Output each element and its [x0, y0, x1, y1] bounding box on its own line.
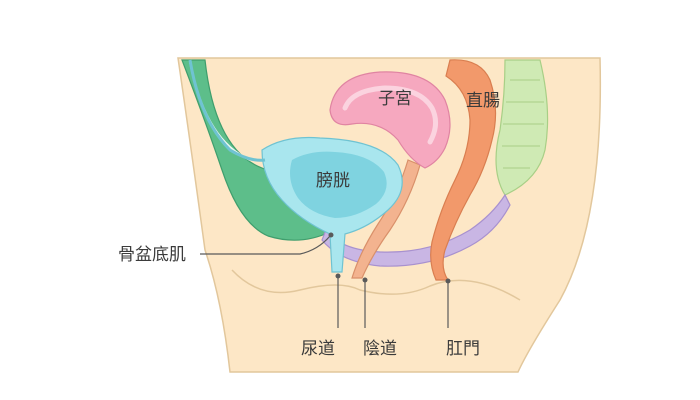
anus-pointer — [445, 278, 451, 284]
pelvic-floor-leader — [200, 235, 331, 255]
uterine-cavity — [342, 85, 438, 145]
pelvic-floor-muscle — [321, 193, 511, 267]
perineum-contour — [231, 269, 521, 301]
pelvic-floor-label: 骨盆底肌 — [118, 245, 186, 265]
urethra-pointer — [335, 273, 341, 279]
vagina-pointer — [362, 277, 368, 283]
urachus — [188, 59, 266, 162]
rectum-label: 直腸 — [466, 91, 500, 111]
anus-label: 肛門 — [446, 339, 480, 359]
rectum — [430, 59, 497, 281]
bladder-lumen — [290, 151, 387, 218]
urethra-label: 尿道 — [301, 339, 335, 359]
vagina-label: 陰道 — [363, 339, 397, 359]
uterus-label: 子宮 — [378, 89, 412, 109]
pelvic-floor-pointer — [328, 232, 334, 238]
bladder-label: 膀胱 — [316, 171, 350, 191]
